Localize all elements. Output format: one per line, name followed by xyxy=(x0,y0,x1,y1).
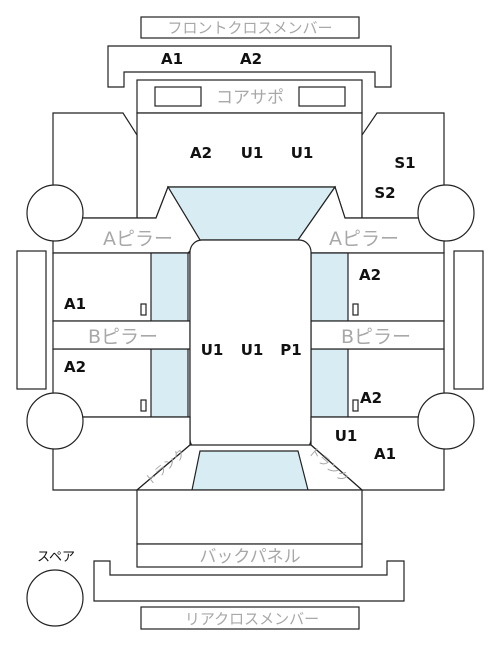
rear-cross-member[interactable] xyxy=(93,560,405,602)
left-side-skirt[interactable] xyxy=(16,250,47,390)
b-pillar-left-label: Bピラー xyxy=(88,326,158,348)
back-panel-label: バックパネル xyxy=(199,547,300,567)
right-front-door-code: A2 xyxy=(359,266,381,284)
left-rear-door-code: A2 xyxy=(64,358,86,376)
left-front-door-handle xyxy=(140,303,147,316)
front-member-right-code: A2 xyxy=(240,50,262,68)
a-pillar-right-label: Aピラー xyxy=(329,228,399,250)
front-member-left-code: A1 xyxy=(161,50,183,68)
front-cross-member-label: フロントクロスメンバー xyxy=(167,19,332,37)
rear-right-code-1: U1 xyxy=(335,427,358,445)
core-support-left-slot xyxy=(154,86,202,107)
front-cross-member-box xyxy=(140,16,360,39)
rear-left-wheel[interactable] xyxy=(26,392,84,450)
front-right-code-1: S1 xyxy=(394,154,415,172)
right-side-skirt[interactable] xyxy=(453,250,484,390)
right-rear-window[interactable] xyxy=(310,348,349,418)
hood-code-2: U1 xyxy=(241,144,264,162)
rear-window[interactable] xyxy=(191,450,309,491)
rear-cross-member-box xyxy=(140,606,360,630)
front-right-code-2: S2 xyxy=(374,184,395,202)
spare-tire[interactable] xyxy=(26,569,84,627)
b-pillar-right-label: Bピラー xyxy=(341,326,411,348)
roof-code-2: U1 xyxy=(241,341,264,359)
left-front-window[interactable] xyxy=(150,252,189,322)
left-front-door-code: A1 xyxy=(64,295,86,313)
roof-code-1: U1 xyxy=(201,341,224,359)
core-support-right-slot xyxy=(298,86,346,107)
rear-cross-member-label: リアクロスメンバー xyxy=(185,610,319,628)
right-front-window[interactable] xyxy=(310,252,349,322)
back-panel[interactable] xyxy=(136,543,363,568)
hood-code-1: A2 xyxy=(190,144,212,162)
roof-code-3: P1 xyxy=(280,341,301,359)
a-pillar-left-label: Aピラー xyxy=(103,228,173,250)
rear-right-wheel[interactable] xyxy=(417,392,475,450)
right-rear-door-code: A2 xyxy=(360,389,382,407)
right-front-door-handle xyxy=(352,303,359,316)
spare-label: スペア xyxy=(37,550,75,565)
core-support-label: コアサポ xyxy=(216,88,284,108)
left-rear-window[interactable] xyxy=(150,348,189,418)
rear-right-code-2: A1 xyxy=(374,445,396,463)
right-rear-door-handle xyxy=(352,399,359,412)
front-left-wheel[interactable] xyxy=(26,184,84,242)
left-rear-door-handle xyxy=(140,399,147,412)
front-cross-member[interactable] xyxy=(107,45,392,88)
hood-code-3: U1 xyxy=(291,144,314,162)
front-right-wheel[interactable] xyxy=(417,184,475,242)
rear-body[interactable] xyxy=(136,489,363,545)
b-pillar-right[interactable] xyxy=(310,320,445,350)
